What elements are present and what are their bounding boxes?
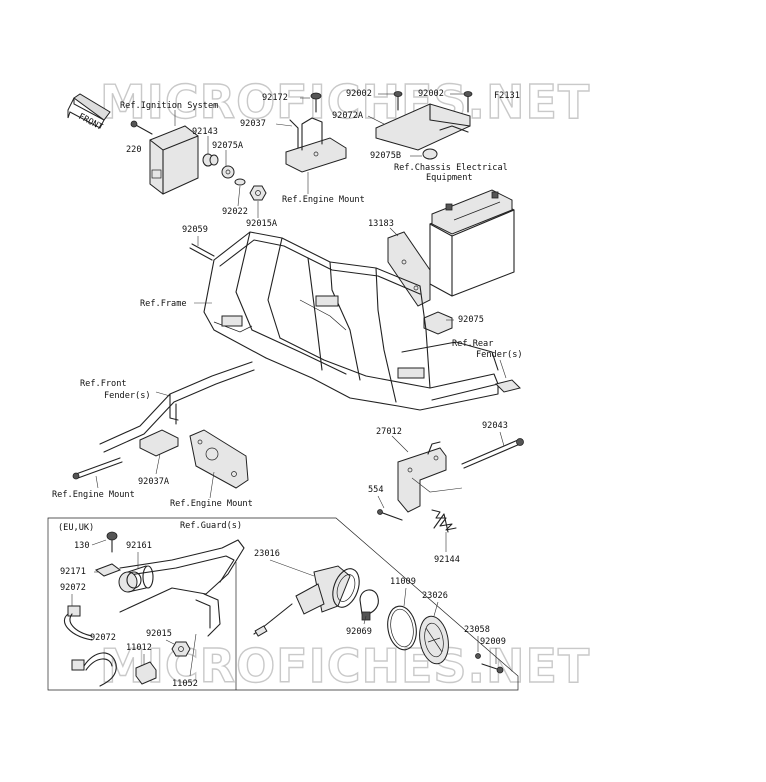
label-92037A: 92037A: [138, 477, 170, 487]
label-23026: 23026: [422, 591, 448, 601]
label-11012: 11012: [126, 643, 152, 653]
grommet-11012: [135, 661, 157, 685]
label-13183: 13183: [368, 219, 394, 229]
label-92143: 92143: [192, 127, 218, 137]
bolt-220: [130, 120, 153, 135]
label-92015: 92015: [146, 629, 172, 639]
bracket-92037: [285, 117, 347, 173]
label-ref-chassis-2: Equipment: [426, 173, 473, 183]
label-11052: 11052: [172, 679, 198, 689]
label-ref-frame: Ref.Frame: [140, 299, 187, 309]
cushion-92075: [423, 311, 453, 335]
battery-bracket-92072A: [375, 103, 471, 151]
screw-92009: [481, 663, 504, 674]
label-ref-ignition: Ref.Ignition System: [120, 101, 218, 111]
label-23058: 23058: [464, 625, 490, 635]
front-bracket: [99, 361, 255, 457]
label-220: 220: [126, 145, 142, 155]
bracket-27012: [397, 441, 447, 513]
grommet-92161: [118, 565, 154, 593]
label-ref-chassis-1: Ref.Chassis Electrical: [394, 163, 508, 173]
label-92043: 92043: [482, 421, 508, 431]
label-92072-lower: 92072: [90, 633, 116, 643]
label-92075: 92075: [458, 315, 484, 325]
label-11009: 11009: [390, 577, 416, 587]
label-92161: 92161: [126, 541, 152, 551]
label-92075A: 92075A: [212, 141, 244, 151]
turn-signal-lamp-23016: [253, 565, 360, 637]
washer-92022: [234, 178, 246, 186]
label-92059: 92059: [182, 225, 208, 235]
frame: [203, 231, 521, 411]
bolt-130: [106, 531, 118, 553]
label-ref-rear-1: Ref.Rear: [452, 339, 493, 349]
label-ref-rear-2: Fender(s): [476, 350, 523, 360]
label-92171: 92171: [60, 567, 86, 577]
bolt-engine-mount: [72, 457, 123, 480]
bolt-92002-left: [393, 91, 403, 111]
nut-92015A: [249, 185, 267, 201]
bushing-92143: [202, 153, 219, 167]
label-92015A: 92015A: [246, 219, 278, 229]
cushion-92075B: [422, 148, 438, 160]
label-92075B: 92075B: [370, 151, 401, 161]
bolt-92172: [310, 92, 322, 113]
label-ref-guard: Ref.Guard(s): [180, 521, 242, 531]
eu-uk-section: (EU,UK): [47, 517, 519, 691]
label-27012: 27012: [376, 427, 402, 437]
gasket-11009: [387, 605, 417, 651]
clamp-92072-lower: [71, 652, 117, 687]
label-ref-front-1: Ref.Front: [80, 379, 127, 389]
label-92002-right: 92002: [418, 89, 444, 99]
battery: [429, 189, 515, 297]
label-92072A: 92072A: [332, 111, 364, 121]
bolt-92059: [189, 243, 215, 261]
label-554: 554: [368, 485, 384, 495]
label-ref-engine-mount-top: Ref.Engine Mount: [282, 195, 365, 205]
label-92037: 92037: [240, 119, 266, 129]
label-92002-left: 92002: [346, 89, 372, 99]
label-92009: 92009: [480, 637, 506, 647]
engine-mount-plate: [189, 429, 249, 489]
pin-554: [377, 509, 403, 521]
ignition-unit: [149, 110, 199, 195]
label-92072-upper: 92072: [60, 583, 86, 593]
label-ref-engine-mount-mid: Ref.Engine Mount: [170, 499, 253, 509]
washer-92075A: [221, 165, 235, 179]
battery-plate-13183: [387, 231, 431, 307]
nut-92015: [171, 641, 191, 657]
guard-bracket: [119, 539, 245, 637]
lens-23026: [419, 615, 449, 665]
clip-92171: [94, 563, 122, 577]
clamp-92072-upper: [63, 605, 93, 641]
label-92022: 92022: [222, 207, 248, 217]
label-ref-front-2: Fender(s): [104, 391, 151, 401]
label-92172: 92172: [262, 93, 288, 103]
spring-92144: [431, 509, 457, 533]
label-92144: 92144: [434, 555, 460, 565]
bulb-92069: [359, 589, 379, 621]
region-label: (EU,UK): [58, 523, 94, 533]
diagram-code: F2131: [494, 91, 520, 101]
label-23016: 23016: [254, 549, 280, 559]
label-92069: 92069: [346, 627, 372, 637]
label-ref-engine-mount-left: Ref.Engine Mount: [52, 490, 135, 500]
label-130: 130: [74, 541, 90, 551]
bolt-92043: [461, 438, 524, 469]
watermark-top: MICROFICHES.NET: [100, 75, 590, 129]
screw-23058: [475, 653, 481, 659]
